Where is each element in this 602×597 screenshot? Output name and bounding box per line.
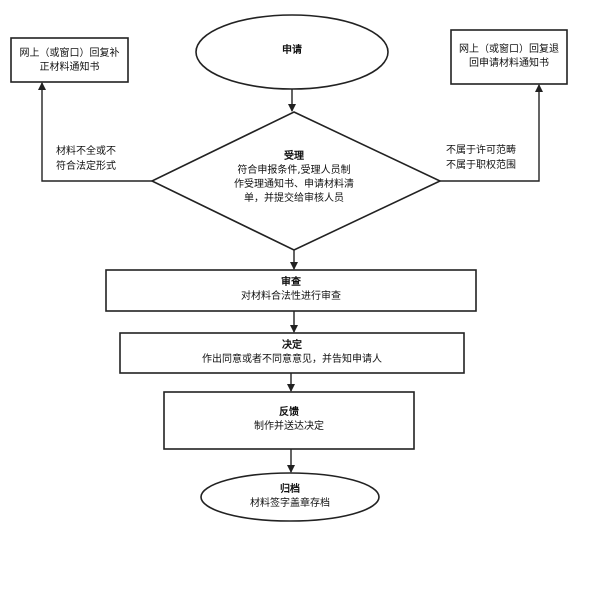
edge-accept-right	[440, 84, 543, 182]
apply-label: 申请	[242, 44, 342, 58]
left-notice-box	[10, 37, 129, 83]
archive-node	[200, 472, 380, 522]
decision-line-1: 作出同意或者不同意意见，并告知申请人	[202, 354, 382, 365]
left-edge-line-1: 材料不全或不	[56, 146, 116, 157]
decision-title: 决定	[282, 340, 302, 351]
decision-label: 决定 作出同意或者不同意意见，并告知申请人	[120, 339, 464, 367]
right-box-line-2: 回申请材料通知书	[469, 58, 549, 69]
left-edge-label: 材料不全或不 符合法定形式	[56, 144, 116, 174]
archive-title: 归档	[280, 484, 300, 495]
right-box-line-1: 网上（或窗口）回复退	[459, 44, 559, 55]
feedback-node	[163, 391, 415, 450]
review-line-1: 对材料合法性进行审查	[241, 291, 341, 302]
left-box-line-2: 正材料通知书	[39, 62, 100, 73]
accept-title: 受理	[284, 151, 304, 162]
accept-line-1: 符合申报条件,受理人员制	[237, 165, 351, 176]
left-box-line-1: 网上（或窗口）回复补	[19, 48, 120, 59]
right-edge-line-1: 不属于许可范畴	[446, 145, 516, 156]
right-box-label: 网上（或窗口）回复退 回申请材料通知书	[452, 43, 566, 71]
edge-accept-left	[38, 82, 152, 182]
accept-line-3: 单，并提交给审核人员	[244, 193, 344, 204]
right-edge-label: 不属于许可范畴 不属于职权范围	[446, 143, 516, 173]
right-edge-line-2: 不属于职权范围	[446, 160, 516, 171]
apply-title: 申请	[282, 45, 302, 56]
accept-line-2: 作受理通知书、申请材料清	[234, 179, 354, 190]
left-edge-line-2: 符合法定形式	[56, 161, 116, 172]
review-label: 审查 对材料合法性进行审查	[106, 276, 476, 304]
right-notice-box	[450, 29, 568, 85]
accept-label: 受理 符合申报条件,受理人员制 作受理通知书、申请材料清 单，并提交给审核人员	[204, 150, 384, 206]
feedback-label: 反馈 制作并送达决定	[164, 406, 414, 434]
feedback-title: 反馈	[279, 407, 299, 418]
review-title: 审查	[281, 277, 301, 288]
review-node	[105, 269, 477, 312]
left-box-label: 网上（或窗口）回复补 正材料通知书	[12, 47, 127, 75]
decision-node	[119, 332, 465, 374]
archive-label: 归档 材料签字盖章存档	[210, 483, 370, 511]
archive-line-1: 材料签字盖章存档	[250, 498, 330, 509]
feedback-line-1: 制作并送达决定	[254, 421, 324, 432]
